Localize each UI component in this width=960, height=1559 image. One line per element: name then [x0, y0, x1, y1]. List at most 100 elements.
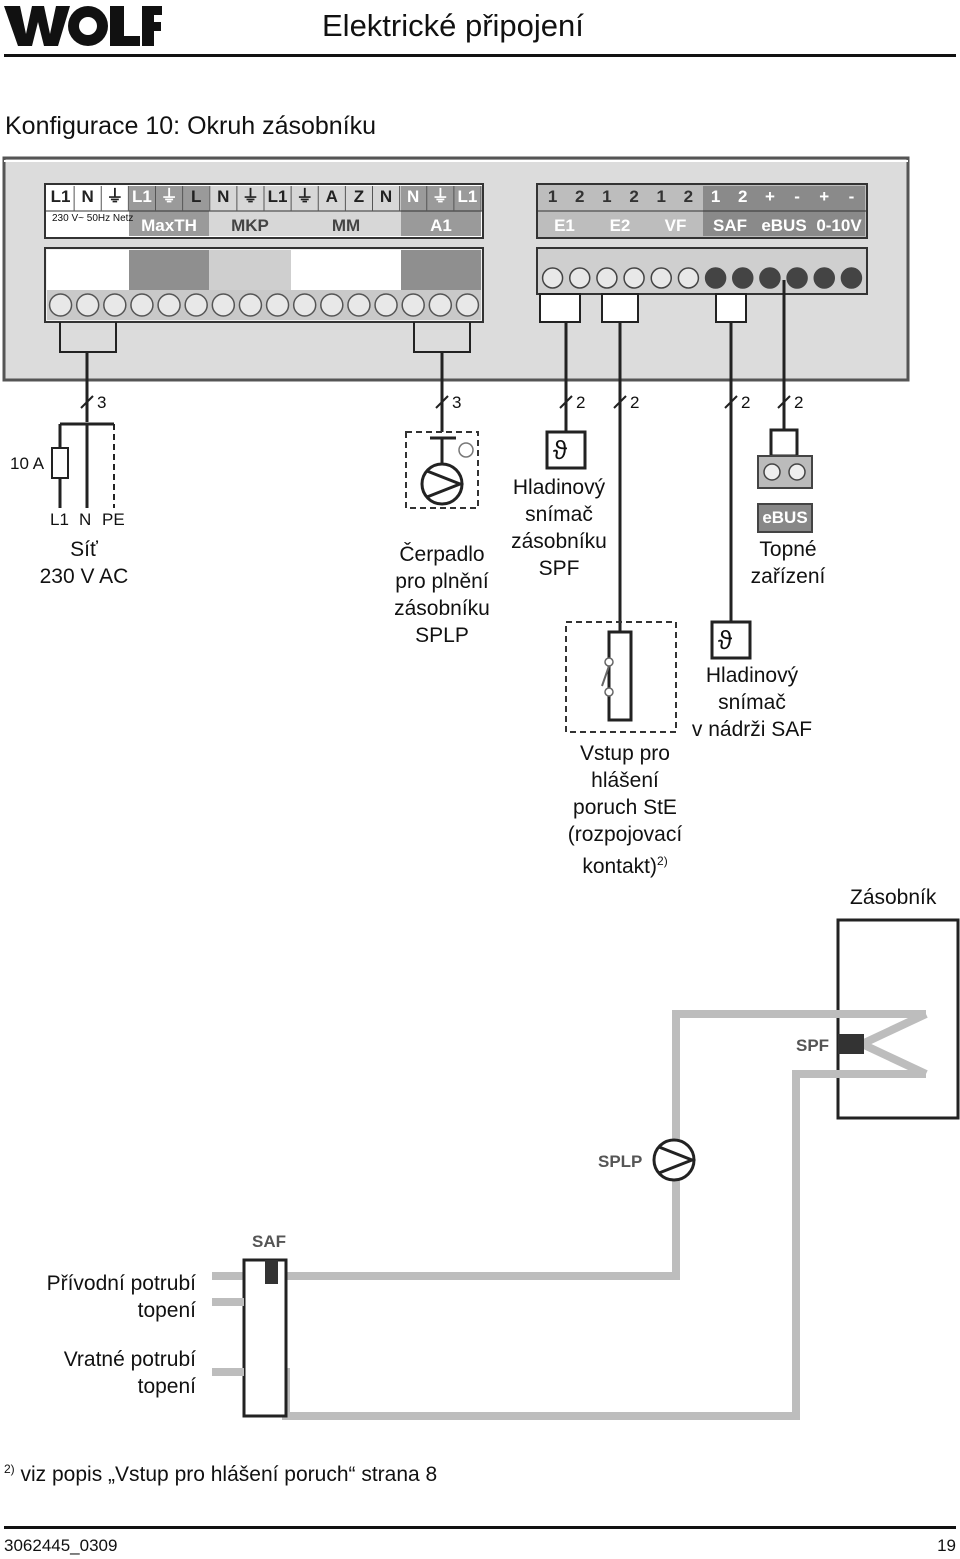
page-number: 19	[937, 1536, 956, 1555]
terminal-screw	[211, 293, 236, 317]
group-label-e2: E2	[609, 216, 631, 235]
terminal-screw	[786, 267, 808, 289]
terminal-pin-label: ⏚	[160, 187, 178, 206]
terminal-screw	[813, 267, 835, 289]
terminal-pin-label: 2	[738, 187, 748, 206]
wires	[85, 280, 786, 632]
wire-count-slashes	[80, 395, 791, 409]
terminal-screw	[292, 293, 317, 317]
terminal-screw	[569, 267, 591, 289]
terminal-pin-label: -	[794, 187, 800, 206]
pump-symbol	[405, 431, 479, 509]
terminal-screw	[75, 293, 100, 317]
group-label-a1: A1	[430, 216, 452, 235]
spf-sensor-mark	[838, 1034, 864, 1054]
terminal-screw	[238, 293, 263, 317]
pipes	[212, 1010, 928, 1420]
right-terminal-label-block	[536, 183, 868, 239]
terminal-pin-label: ⏚	[431, 187, 449, 206]
wire-count-mains: 3	[97, 393, 107, 412]
terminal-screw	[320, 293, 344, 317]
footnote: 2) viz popis „Vstup pro hlášení poruch“ …	[4, 1462, 438, 1486]
temperature-sensor-icon: ϑ	[718, 625, 733, 655]
terminal-screw	[704, 267, 727, 289]
saf-sensor-symbol	[710, 620, 752, 660]
terminal-screw	[48, 293, 73, 317]
wire-count-saf: 2	[741, 393, 751, 412]
label-zasobnik: Zásobník	[850, 886, 937, 909]
fuse-pin-pe: PE	[102, 510, 125, 529]
group-label-ebus: eBUS	[761, 216, 807, 235]
label-splp-tag: SPLP	[598, 1152, 643, 1171]
terminal-pin-label: 1	[656, 187, 666, 206]
fuse-pin-l1: L1	[50, 510, 69, 529]
terminal-screw	[265, 293, 290, 317]
spf-sensor-symbol	[545, 430, 587, 470]
terminal-pin-label: ⏚	[106, 187, 124, 206]
hydraulic-separator	[242, 1258, 288, 1418]
terminal-screw	[677, 267, 700, 289]
group-label-0-10v: 0-10V	[816, 216, 862, 235]
doc-number: 3062445_0309	[4, 1536, 118, 1555]
terminal-pin-label: N	[407, 187, 420, 206]
terminal-screw	[759, 267, 781, 289]
ebus-device	[757, 428, 813, 533]
wolf-logo	[4, 4, 162, 48]
right-terminal-strip	[536, 247, 868, 295]
section-title: Konfigurace 10: Okruh zásobníku	[5, 112, 377, 140]
terminal-pin-label: +	[819, 187, 830, 206]
terminal-pin-label: N	[81, 187, 94, 206]
terminal-pin-label: L1	[132, 187, 152, 206]
left-terminal-pin-cells	[73, 186, 482, 211]
group-label-mkp: MKP	[231, 216, 269, 235]
terminal-screw	[623, 267, 645, 289]
splp-pump-mark	[652, 1138, 697, 1182]
terminal-screw	[374, 293, 398, 317]
terminal-pin-label: A	[325, 187, 338, 206]
terminal-screw	[157, 293, 181, 317]
group-label-netz: 230 V~ 50Hz Netz	[52, 213, 134, 224]
fuse-pin-n: N	[79, 510, 92, 529]
terminal-screw	[650, 267, 672, 289]
terminal-screw	[596, 267, 618, 289]
terminal-pin-label: L1	[457, 187, 478, 206]
wire-count-ste: 2	[630, 393, 640, 412]
group-label-mm: MM	[331, 216, 361, 235]
terminal-pin-label: 2	[683, 187, 694, 206]
terminal-pin-label: 2	[575, 187, 585, 206]
header-rule	[4, 54, 956, 57]
terminal-screw	[347, 293, 371, 317]
terminal-pin-label: Z	[353, 187, 365, 206]
terminal-screw	[428, 293, 453, 317]
terminal-pin-label: 1	[547, 187, 558, 206]
ste-contact-symbol	[565, 621, 677, 733]
terminal-screw	[455, 293, 480, 317]
terminal-pin-label: N	[217, 187, 230, 206]
terminal-screw	[541, 267, 564, 289]
label-spf-tag: SPF	[796, 1036, 830, 1055]
left-terminal-screws	[48, 293, 480, 317]
wire-count-pump: 3	[452, 393, 462, 412]
terminal-screw	[732, 267, 754, 289]
group-label-vf: VF	[664, 216, 687, 235]
group-label-e1: E1	[554, 216, 575, 235]
terminal-pin-label: 2	[629, 187, 639, 206]
storage-tank	[836, 918, 960, 1120]
terminal-pin-label: L	[190, 187, 202, 206]
group-label-maxth: MaxTH	[141, 216, 197, 235]
ebus-tag: eBUS	[762, 508, 808, 527]
terminal-screw	[840, 267, 863, 289]
terminal-pin-label: L1	[267, 187, 288, 206]
mains-fuse	[51, 422, 115, 508]
right-terminal-screws	[541, 267, 863, 289]
wolf-logo-graphic	[4, 4, 162, 48]
terminal-pin-label: ⏚	[241, 187, 259, 206]
temperature-sensor-icon: ϑ	[553, 435, 568, 465]
wire-count-ebus: 2	[794, 393, 804, 412]
terminal-pin-label: -	[848, 187, 855, 206]
